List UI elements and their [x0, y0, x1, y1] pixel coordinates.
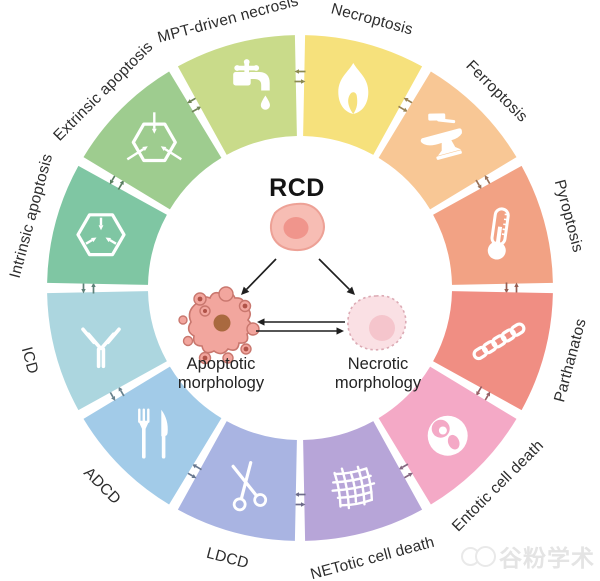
flame-icon	[338, 63, 369, 114]
scissors-icon	[231, 461, 268, 512]
rcd-label: RCD	[269, 174, 325, 202]
segment-label: NETotic cell death	[309, 534, 437, 581]
apoptotic-caption-line2: morphology	[178, 374, 265, 392]
interconversion-arrows-icon	[294, 492, 306, 507]
anvil-hammer-icon	[420, 113, 462, 160]
thermometer-icon	[487, 207, 510, 260]
antibody-icon	[81, 327, 121, 369]
necrotic-caption-line1: Necrotic	[348, 355, 409, 373]
segment-label: ADCD	[80, 464, 124, 508]
apoptotic-caption-line1: Apoptotic	[187, 355, 256, 373]
fork-knife-icon	[138, 408, 168, 459]
watermark: 谷粉学术	[461, 539, 595, 573]
segment-label: Pyroptosis	[551, 178, 587, 254]
interconversion-double-arrow-icon	[256, 318, 345, 335]
net-mesh-icon	[331, 465, 376, 510]
hexagon-crossing-arrows-icon	[126, 112, 182, 163]
wheel-segment-icd	[47, 291, 167, 411]
chain-icon	[472, 322, 526, 361]
apoptotic-cell-icon	[178, 286, 260, 365]
wheel-segment-extrinsic-apoptosis	[83, 71, 222, 210]
wheel-segment-mpt-driven-necrosis	[177, 35, 297, 155]
segment-label: Parthanatos	[551, 317, 590, 404]
interconversion-arrows-icon	[476, 386, 491, 402]
divergence-arrows-icon	[241, 258, 355, 295]
necrotic-caption-line2: morphology	[335, 374, 422, 392]
segment-label: Necroptosis	[329, 0, 415, 38]
rcd-wheel: NecroptosisFerroptosisPyroptosisParthana…	[7, 0, 590, 581]
cell-in-cell-icon	[427, 415, 468, 456]
interconversion-arrows-icon	[294, 69, 306, 84]
wheel-segment-ldcd	[177, 421, 297, 541]
interconversion-arrows-icon	[504, 282, 519, 294]
wheel-segment-intrinsic-apoptosis	[47, 165, 167, 285]
segment-label: LDCD	[205, 545, 251, 573]
watermark-logo-icon	[461, 545, 496, 567]
hexagon-inward-arrows-icon	[76, 213, 126, 257]
wheel-segment-adcd	[83, 366, 222, 505]
interconversion-arrows-icon	[81, 282, 96, 294]
faucet-drip-icon	[233, 59, 270, 110]
watermark-text: 谷粉学术	[499, 545, 595, 571]
segment-label: ICD	[18, 345, 41, 376]
healthy-cell-icon	[269, 202, 325, 252]
necrotic-cell-icon	[347, 294, 407, 351]
